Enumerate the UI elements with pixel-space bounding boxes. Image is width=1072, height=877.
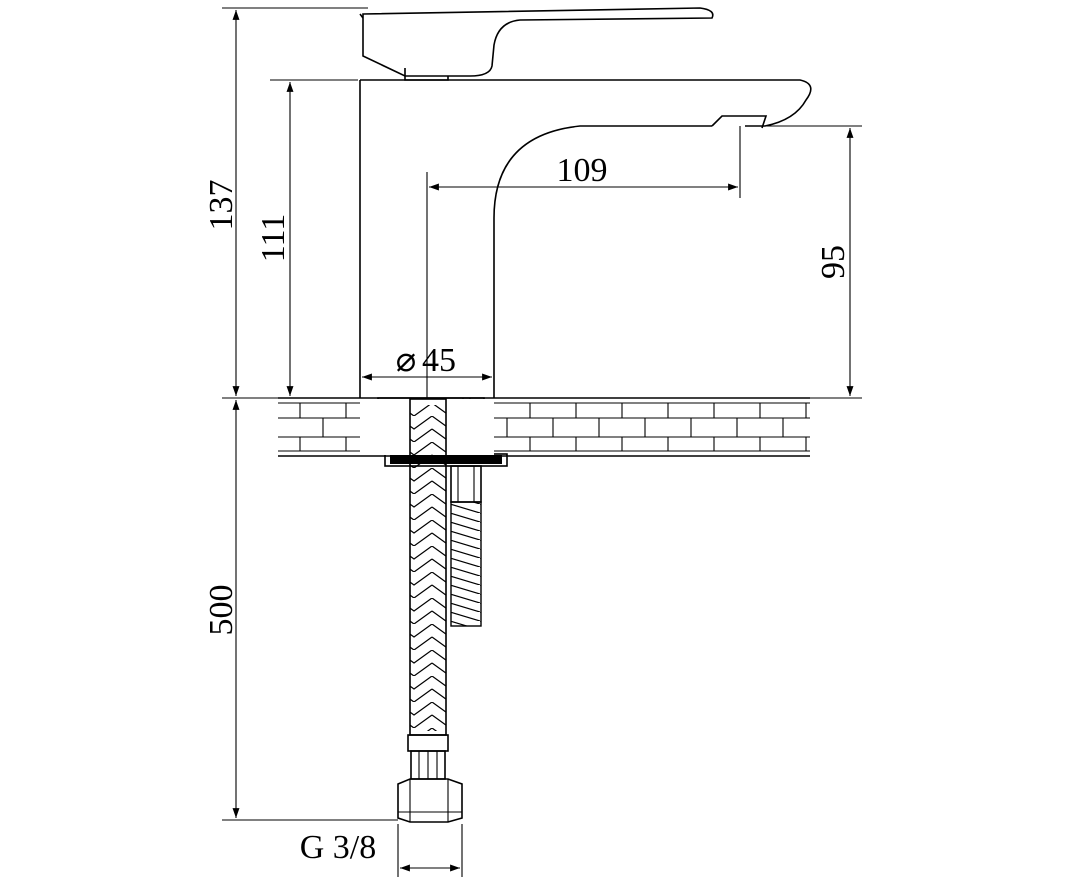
diameter-symbol: ⌀ [396, 342, 416, 379]
dimension-lines [232, 10, 854, 872]
dimension-labels: 137 111 95 109 ⌀ 45 500 G 3/8 [203, 152, 852, 866]
spout-reach-label: 109 [557, 152, 608, 189]
spout-height-label: 95 [815, 245, 852, 279]
body-height-label: 111 [255, 214, 292, 262]
faucet-body [359, 79, 812, 398]
total-height-label: 137 [203, 180, 240, 231]
faucet-lever [359, 7, 714, 81]
hose-length-label: 500 [203, 585, 240, 636]
thread-size-label: G 3/8 [300, 829, 377, 866]
extension-lines [222, 7, 862, 877]
flexible-hose [397, 398, 463, 823]
countertop [278, 397, 810, 457]
body-diameter-label: 45 [422, 342, 456, 379]
